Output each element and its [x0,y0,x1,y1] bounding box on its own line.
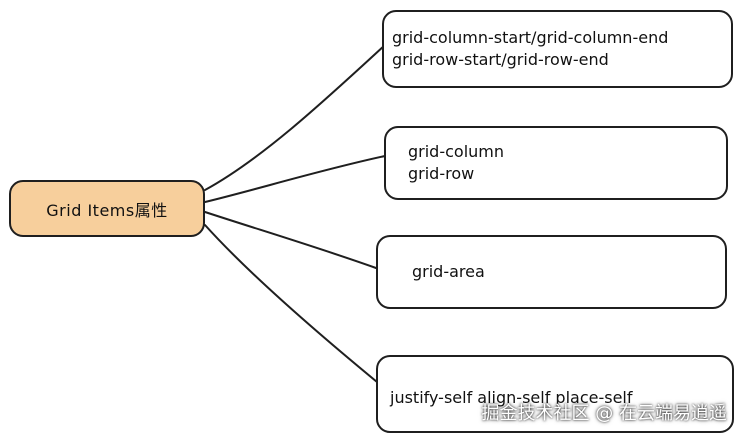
root-node-label: Grid Items属性 [46,200,168,220]
connector-line-2 [204,155,386,203]
child-node-line: grid-column [408,141,505,161]
root-node-grid-items: Grid Items属性 [9,180,205,237]
child-node-line: justify-self align-self place-self [390,387,633,407]
connector-line-3 [204,211,377,269]
child-node-line: grid-row-start/grid-row-end [392,50,609,69]
watermark: 掘金技术社区 @ 在云端易逍遥 [481,403,727,424]
child-node-line: grid-column-start/grid-column-end [392,27,669,47]
child-node-alignment: justify-self align-self place-self [376,355,734,433]
child-node-start-end: grid-column-start/grid-column-end grid-r… [382,10,733,88]
child-node-line: grid-row [408,164,475,183]
connector-line-1 [204,44,386,191]
child-node-shorthand: grid-column grid-row [384,126,728,200]
connector-line-4 [204,224,378,383]
child-node-grid-area: grid-area [376,235,727,309]
child-node-line: grid-area [412,261,485,281]
